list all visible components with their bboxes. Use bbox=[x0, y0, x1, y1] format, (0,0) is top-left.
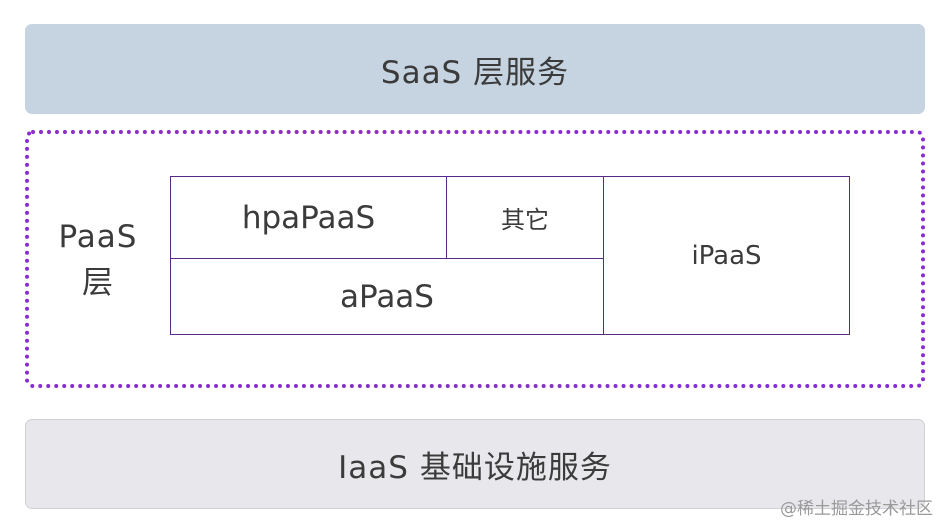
saas-label: SaaS 层服务 bbox=[380, 54, 570, 91]
other-label: 其它 bbox=[501, 206, 549, 234]
hpapaas-label: hpaPaaS bbox=[241, 199, 376, 236]
apaas-cell: aPaaS bbox=[170, 258, 604, 335]
iaas-label: IaaS 基础设施服务 bbox=[338, 449, 612, 486]
watermark: @稀土掘金技术社区 bbox=[780, 499, 933, 519]
paas-label: PaaS 层 bbox=[52, 214, 144, 306]
ipaas-label: iPaaS bbox=[691, 240, 762, 271]
paas-label-line1: PaaS bbox=[58, 219, 138, 255]
ipaas-cell: iPaaS bbox=[603, 176, 850, 335]
iaas-layer: IaaS 基础设施服务 bbox=[25, 419, 925, 509]
hpapaas-cell: hpaPaaS bbox=[170, 176, 447, 259]
apaas-label: aPaaS bbox=[340, 278, 434, 315]
paas-layer-frame bbox=[25, 130, 925, 388]
saas-layer: SaaS 层服务 bbox=[25, 24, 925, 114]
paas-label-line2: 层 bbox=[82, 265, 114, 301]
other-cell: 其它 bbox=[446, 176, 604, 259]
